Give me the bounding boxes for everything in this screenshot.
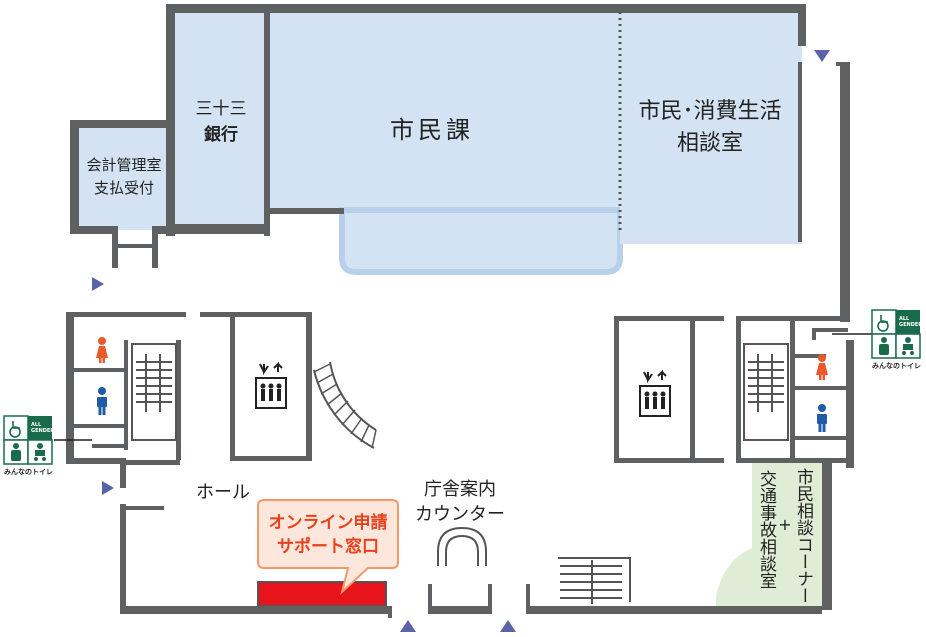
info-label-1: 庁舎案内 [424, 479, 496, 500]
consumer-label-1: 市民･消費生活 [638, 99, 781, 124]
wheelchair-icon [877, 315, 889, 332]
female-toilet-icon [816, 354, 828, 380]
staircase-icon [558, 557, 631, 604]
room-accounting[interactable] [78, 126, 168, 230]
spiral-stair-icon [313, 361, 377, 449]
all-gender-text-1: ALL [31, 422, 42, 428]
accounting-label-1: 会計管理室 [86, 156, 161, 174]
toilet-caption-right: みんなのトイレ [872, 361, 921, 370]
online-support-line-2: サポート窓口 [277, 536, 379, 557]
entrance-arrow-icon [500, 620, 516, 632]
counter-online-support[interactable] [257, 581, 387, 607]
hall-label: ホール [196, 482, 250, 503]
all-gender-text-2: GENDER [31, 428, 54, 434]
entrance-arrow-icon [814, 50, 830, 62]
bank-label-1: 三十三 [196, 99, 247, 119]
staircase-icon [743, 343, 789, 441]
online-support-callout[interactable] [257, 499, 399, 596]
online-support-line-1: オンライン申請 [269, 512, 388, 533]
accessible-toilet-sign-right: ALL GENDER みんなのトイレ [871, 309, 922, 370]
entrance-arrow-icon [102, 481, 114, 495]
female-toilet-icon [96, 337, 108, 363]
wheelchair-icon [9, 421, 21, 438]
elevator-icon [255, 361, 287, 409]
info-label-2: カウンター [415, 504, 505, 525]
traffic-label: 交通事故相談室 [756, 470, 777, 589]
room-consumer[interactable] [620, 12, 802, 244]
plus-label: + [778, 515, 791, 534]
room-bank[interactable] [174, 12, 268, 224]
room-shiminka-lower [339, 207, 623, 275]
baby-care-icon [34, 443, 46, 461]
male-toilet-icon [97, 387, 107, 415]
walls [66, 4, 854, 618]
bank-label-2: 銀行 [204, 124, 238, 145]
entrance-arrow-icon [92, 277, 104, 291]
baby-care-icon [902, 337, 914, 355]
toilet-caption-left: みんなのトイレ [4, 467, 53, 476]
entrance-arrow-icon [400, 620, 416, 632]
all-gender-text-2: GENDER [899, 322, 922, 328]
accounting-label-2: 支払受付 [94, 179, 154, 197]
all-gender-text-1: ALL [899, 316, 910, 322]
elevator-icon [639, 369, 671, 417]
shiminka-label: 市民課 [390, 116, 474, 144]
consumer-label-2: 相談室 [677, 131, 743, 156]
room-consult-corner[interactable] [784, 462, 822, 606]
staircase-icon [131, 343, 177, 441]
male-toilet-icon [817, 404, 827, 432]
accessible-toilet-sign-left: ALL GENDER みんなのトイレ [3, 415, 54, 476]
door-arc-icon [437, 526, 487, 566]
consult-corner-label: 市民相談コーナー [793, 468, 814, 604]
room-traffic[interactable] [716, 462, 784, 606]
